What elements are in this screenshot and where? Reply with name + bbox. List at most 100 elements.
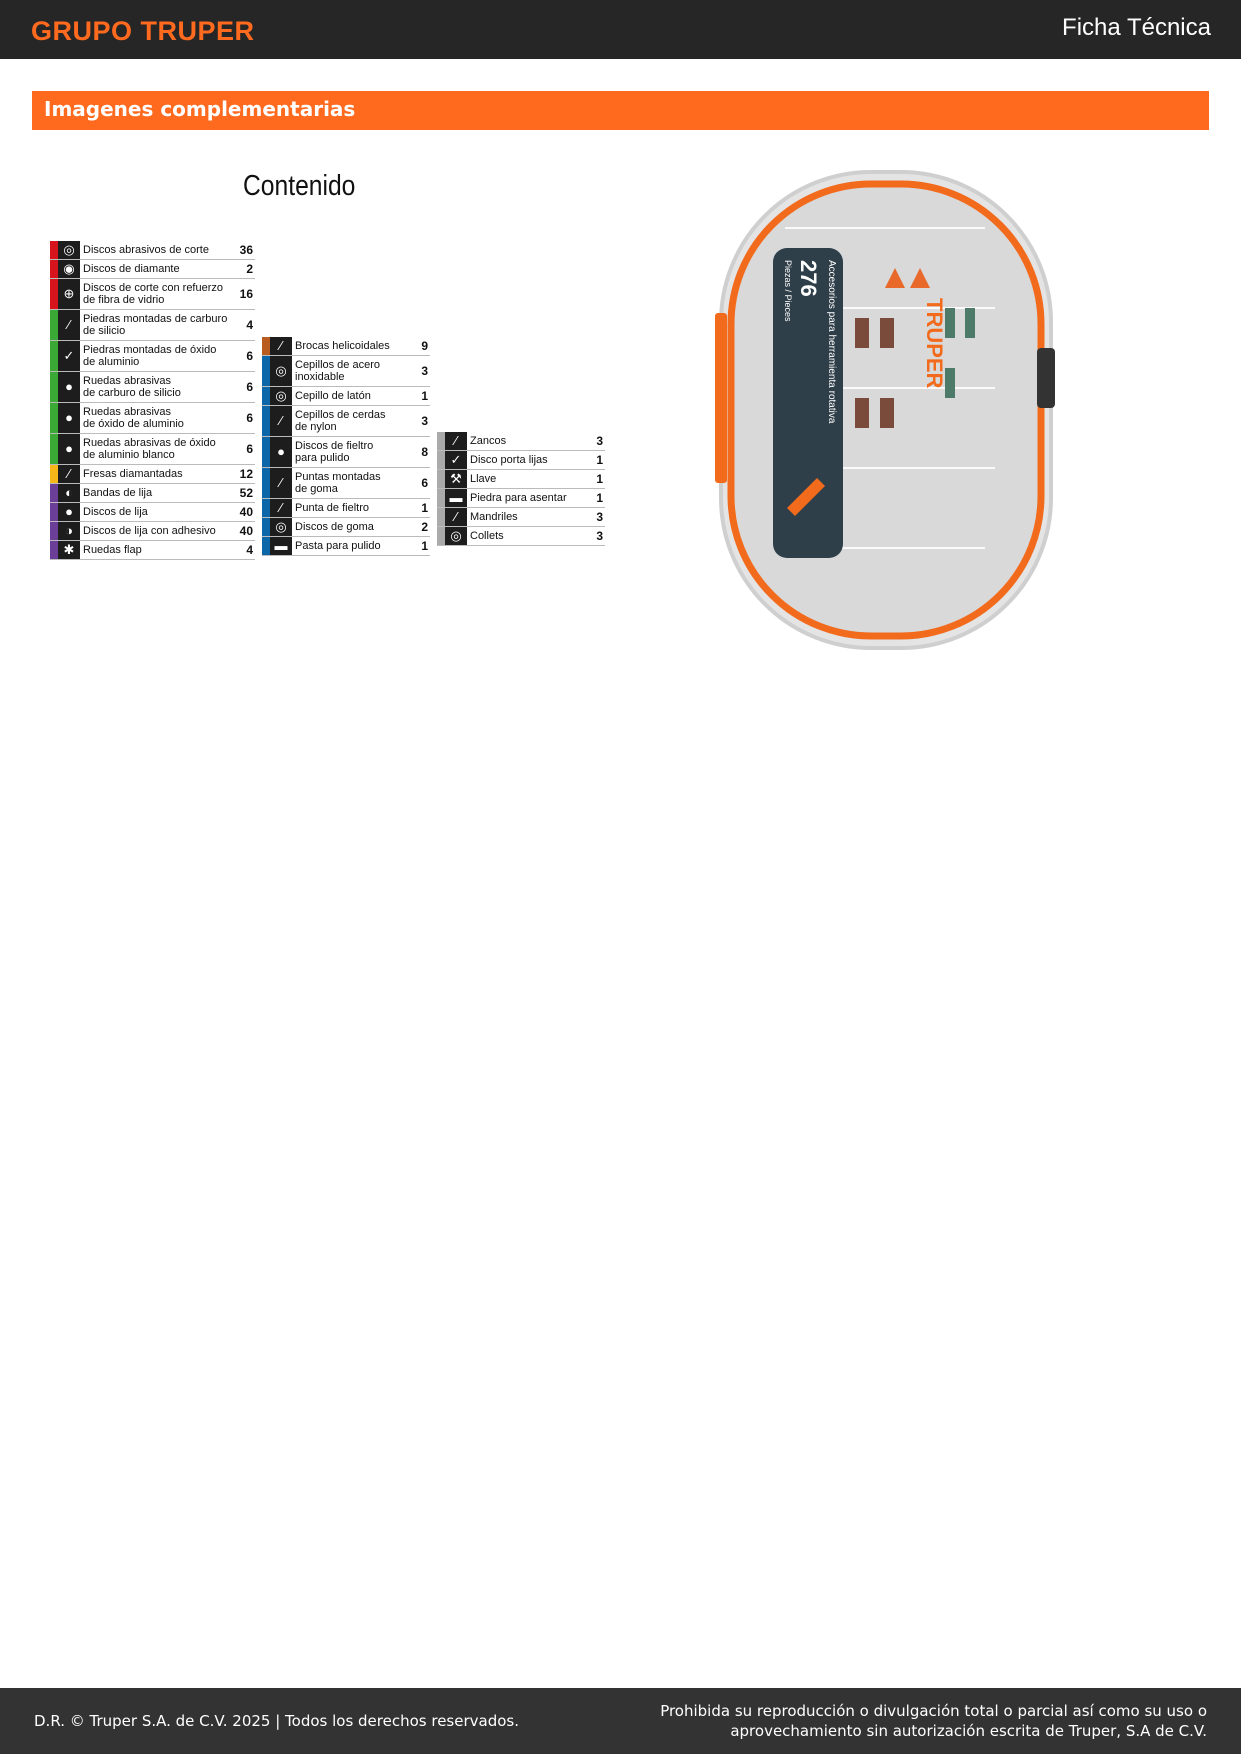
accessory-label: Puntas montadas de goma: [295, 471, 381, 495]
accessory-label: Mandriles: [470, 511, 518, 523]
accessory-label: Disco porta lijas: [470, 454, 548, 466]
accessory-quantity: 40: [239, 505, 253, 519]
accessory-icon: ⁄: [270, 406, 292, 436]
accessory-label: Discos abrasivos de corte: [83, 244, 209, 256]
contents-row: ●Ruedas abrasivas de óxido de aluminio b…: [50, 434, 255, 465]
accessory-icon: ✓: [445, 451, 467, 469]
accessory-label: Fresas diamantadas: [83, 468, 183, 480]
category-color-bar: [262, 518, 270, 536]
contents-row: ●Discos de fieltro para pulido 8: [262, 437, 430, 468]
accessory-label: Zancos: [470, 435, 507, 447]
contents-row: ⊕Discos de corte con refuerzo de fibra d…: [50, 279, 255, 310]
category-color-bar: [262, 468, 270, 498]
category-color-bar: [50, 241, 58, 259]
category-color-bar: [50, 484, 58, 502]
accessory-label: Brocas helicoidales: [295, 340, 390, 352]
accessory-icon: ⚒: [445, 470, 467, 488]
accessory-quantity: 4: [246, 318, 253, 332]
accessory-quantity: 1: [421, 501, 428, 515]
legal-notice: Prohibida su reproducción o divulgación …: [660, 1702, 1207, 1740]
accessory-label: Collets: [470, 530, 504, 542]
contents-title: Contenido: [243, 170, 356, 202]
category-color-bar: [437, 527, 445, 545]
accessory-quantity: 1: [596, 453, 603, 467]
accessory-icon: ⁄: [58, 465, 80, 483]
contents-row: ⁄Fresas diamantadas 12: [50, 465, 255, 484]
accessory-label: Piedras montadas de óxido de aluminio: [83, 344, 217, 368]
accessory-label: Llave: [470, 473, 497, 485]
accessory-quantity: 3: [596, 434, 603, 448]
accessory-quantity: 4: [246, 543, 253, 557]
category-color-bar: [262, 387, 270, 405]
accessory-label: Cepillo de latón: [295, 390, 371, 402]
accessory-quantity: 6: [246, 442, 253, 456]
category-color-bar: [50, 341, 58, 371]
accessory-quantity: 2: [246, 262, 253, 276]
category-color-bar: [50, 260, 58, 278]
contents-row: ⁄Zancos 3: [437, 432, 605, 451]
accessory-quantity: 40: [239, 524, 253, 538]
category-color-bar: [437, 508, 445, 526]
category-color-bar: [50, 434, 58, 464]
category-color-bar: [262, 406, 270, 436]
accessory-icon: ◑: [58, 522, 80, 540]
accessory-icon: ●: [270, 437, 292, 467]
accessory-label: Ruedas abrasivas de óxido de aluminio bl…: [83, 437, 216, 461]
contents-row: ✓Disco porta lijas 1: [437, 451, 605, 470]
accessory-label: Discos de diamante: [83, 263, 180, 275]
category-color-bar: [437, 489, 445, 507]
accessory-quantity: 3: [596, 510, 603, 524]
accessory-icon: ⁄: [58, 310, 80, 340]
accessory-quantity: 6: [246, 380, 253, 394]
accessory-icon: ⁄: [270, 499, 292, 517]
accessory-icon: ⊕: [58, 279, 80, 309]
accessory-quantity: 1: [596, 472, 603, 486]
accessory-icon: ◐: [58, 484, 80, 502]
accessory-icon: ◉: [58, 260, 80, 278]
accessory-quantity: 6: [246, 411, 253, 425]
accessory-icon: ▬: [270, 537, 292, 555]
accessory-icon: ⁄: [270, 468, 292, 498]
contents-row: ⚒Llave 1: [437, 470, 605, 489]
copyright: D.R. © Truper S.A. de C.V. 2025 | Todos …: [34, 1712, 519, 1730]
category-color-bar: [50, 310, 58, 340]
category-color-bar: [50, 503, 58, 521]
accessory-quantity: 3: [596, 529, 603, 543]
product-image: Accesorios para herramienta rotativa 276…: [715, 168, 1060, 657]
category-color-bar: [262, 537, 270, 555]
contents-row: ◎Collets 3: [437, 527, 605, 546]
accessory-quantity: 1: [421, 539, 428, 553]
accessory-label: Discos de lija: [83, 506, 148, 518]
accessory-quantity: 16: [239, 287, 253, 301]
accessory-icon: ●: [58, 503, 80, 521]
category-color-bar: [50, 522, 58, 540]
accessory-icon: ▬: [445, 489, 467, 507]
header: GRUPO TRUPER Ficha Técnica: [0, 0, 1241, 59]
accessory-quantity: 8: [421, 445, 428, 459]
category-color-bar: [50, 403, 58, 433]
accessory-label: Discos de fieltro para pulido: [295, 440, 374, 464]
accessory-icon: ✓: [58, 341, 80, 371]
product-brand: TRUPER: [922, 298, 947, 389]
accessory-icon: ⁄: [445, 432, 467, 450]
accessory-label: Piedras montadas de carburo de silicio: [83, 313, 228, 337]
accessory-icon: ◎: [445, 527, 467, 545]
accessory-label: Ruedas flap: [83, 544, 142, 556]
accessory-icon: ⁄: [445, 508, 467, 526]
accessory-label: Ruedas abrasivas de óxido de aluminio: [83, 406, 184, 430]
category-color-bar: [50, 541, 58, 559]
category-color-bar: [437, 451, 445, 469]
accessory-icon: ◎: [270, 518, 292, 536]
accessory-quantity: 12: [239, 467, 253, 481]
